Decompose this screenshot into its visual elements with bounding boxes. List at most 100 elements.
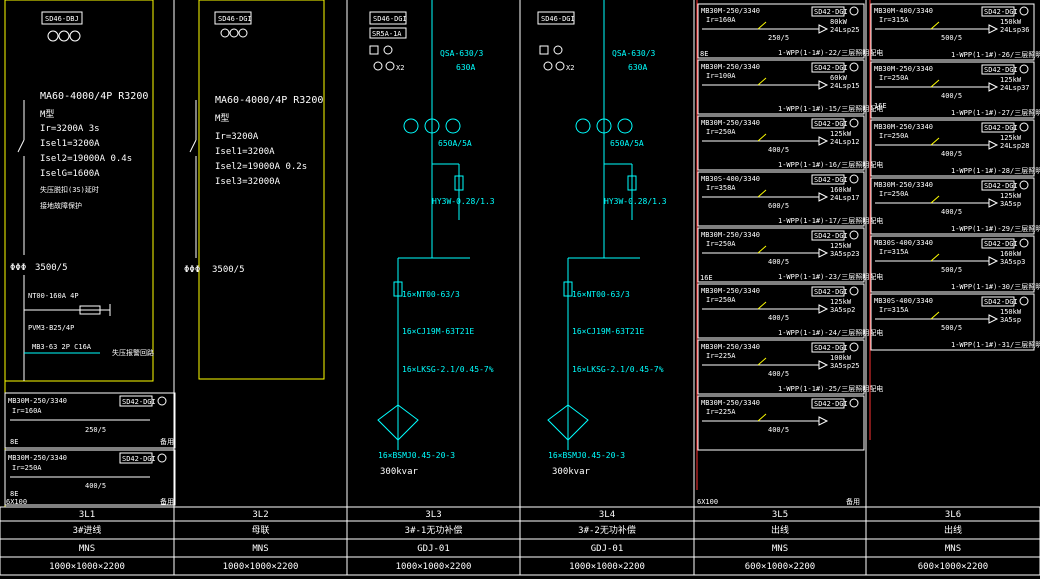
feeder-circuit: 1-WPP(1-1#)-15/三层照明配电	[778, 104, 883, 113]
feeder-kw: 125kW	[1000, 134, 1022, 142]
feeder-block: MB30M-250/3340Ir=225ASD42-DGI400/5100kW3…	[697, 339, 883, 395]
panel1-breaker: MA60-4000/4P R3200	[40, 91, 148, 102]
feeder-badge: SD42-DGI	[814, 64, 848, 72]
arrow-icon	[818, 248, 829, 258]
feeder-badge: SD42-DGI	[984, 240, 1018, 248]
indicator-lamp-icon	[849, 230, 859, 240]
feeder-block: MB30M-250/3340Ir=250ASD42-DGI400/5125kW3…	[697, 283, 883, 339]
arrow-icon	[818, 416, 829, 426]
feeder-badge: SD42-DGI	[984, 8, 1018, 16]
panel2-badge: SD46-DGI	[218, 15, 252, 23]
arrow-icon	[818, 24, 829, 34]
panel1-mb-note: 失压报警回路	[112, 348, 154, 357]
panel-3l2: SD46-DGI MA60-4000/4P R3200 M型 Ir=3200A …	[184, 0, 325, 380]
arrow-icon	[818, 192, 829, 202]
feeder-breaker: MB30M-250/3340	[701, 63, 760, 71]
panel3-reactor: 16×LKSG-2.1/0.45-7%	[402, 365, 494, 374]
feeder-block: MB30S-400/3340Ir=315ASD42-DGI500/5160kW3…	[870, 235, 1040, 293]
arrow-icon	[988, 314, 999, 324]
panel2-ir: Ir=3200A	[215, 132, 259, 142]
panel1-isel1: Isel1=3200A	[40, 139, 100, 149]
indicator-lamp-icon	[849, 286, 859, 296]
feeder-sub: 24Lsp17	[830, 194, 860, 202]
panel6-tag: 16E	[874, 102, 887, 110]
feeder-badge: SD42-DGI	[814, 8, 848, 16]
feeder-kw: 125kW	[1000, 76, 1022, 84]
feeder-ir: Ir=100A	[706, 72, 736, 80]
indicator-lamp-icon	[1019, 122, 1029, 132]
panel5-tag-bottom: 6X100	[697, 498, 718, 506]
feeder-sub: 3A5sp3	[1000, 258, 1025, 266]
table-cell-sizes: 600×1000×2200	[745, 562, 815, 572]
panel2-ct-symbol: ΦΦΦ	[184, 265, 200, 275]
arrow-icon	[818, 304, 829, 314]
table-cell-types: MNS	[79, 544, 95, 554]
feeder-sub: 24Lsp28	[1000, 142, 1030, 150]
table-cell-types: MNS	[772, 544, 788, 554]
table-cell-names: 母联	[251, 525, 269, 536]
panel3-badge: SD46-DGI	[373, 15, 407, 23]
panel3-capacitor: 16×BSMJ0.45-20-3	[378, 451, 455, 460]
panel-3l1: SD46-DBJ MA60-4000/4P R3200 M型 Ir=3200A …	[4, 0, 176, 507]
arrow-icon	[988, 198, 999, 208]
panel-3l3: SD46-DGI SR5A-1A X2 QSA-630/3 630A 650A/…	[369, 0, 495, 477]
feeder-circuit: 1-WPP(1-1#)-31/三层照明配电	[951, 340, 1040, 349]
panel5-tag16: 16E	[700, 274, 713, 282]
indicator-lamp-icon	[1019, 6, 1029, 16]
feeder-block: MB30S-400/3340Ir=358ASD42-DGI600/5160kW2…	[697, 171, 883, 227]
panel1-mb: MB3-63 2P C16A	[32, 343, 92, 351]
table-cell-types: MNS	[252, 544, 268, 554]
feeder-ct: 400/5	[941, 208, 962, 216]
panel-3l5: MB30M-250/3340Ir=160ASD42-DGI250/580kW24…	[697, 3, 883, 506]
feeder-ir: Ir=250A	[706, 240, 736, 248]
table-cell-names: 出线	[771, 524, 789, 536]
column-frame	[173, 0, 867, 507]
feeder-block: MB30M-250/3340Ir=250ASD42-DGI400/5125kW2…	[697, 115, 883, 171]
panel1-f2-ct: 400/5	[85, 482, 106, 490]
table-cell-sizes: 1000×1000×2200	[396, 562, 472, 572]
feeder-sub: 24Lsp25	[830, 26, 860, 34]
feeder-circuit: 1-WPP(1-1#)-29/三层照明配电	[951, 224, 1040, 233]
feeder-breaker: MB30M-250/3340	[701, 287, 760, 295]
indicator-lamp-icon	[849, 6, 859, 16]
panel3-fuse2: 16×NT00-63/3	[402, 290, 460, 299]
panel2-isel3: Isel3=32000A	[215, 177, 281, 187]
indicator-lamp-icon	[849, 342, 859, 352]
feeder-breaker: MB30S-400/3340	[701, 175, 760, 183]
panel4-arrester: HY3W-0.28/1.3	[604, 197, 667, 206]
feeder-badge: SD42-DGI	[984, 66, 1018, 74]
feeder-sub: 24Lsp12	[830, 138, 860, 146]
feeder-breaker: MB30M-250/3340	[874, 65, 933, 73]
feeder-kw: 125kW	[830, 242, 852, 250]
feeder-ct: 400/5	[941, 150, 962, 158]
feeder-badge: SD42-DGI	[814, 400, 848, 408]
feeder-sub: 3A5sp23	[830, 250, 860, 258]
panel3-arrester: HY3W-0.28/1.3	[432, 197, 495, 206]
table-cell-numbers: 3L4	[599, 510, 615, 520]
arrow-icon	[818, 136, 829, 146]
feeder-block: MB30M-250/3340Ir=250ASD42-DGI400/5125kW2…	[870, 119, 1040, 177]
feeder-ct: 400/5	[941, 92, 962, 100]
panel2-m: M型	[215, 113, 229, 124]
feeder-block: MB30M-400/3340Ir=315ASD42-DGI500/5150kW2…	[870, 3, 1040, 61]
feeder-kw: 150kW	[1000, 18, 1022, 26]
feeder-ir: Ir=250A	[879, 74, 909, 82]
feeder-kw: 160kW	[1000, 250, 1022, 258]
panel2-isel2: Isel2=19000A 0.2s	[215, 162, 307, 172]
feeder-ct: 400/5	[768, 426, 789, 434]
feeder-ct: 400/5	[768, 258, 789, 266]
feeder-circuit: 1-WPP(1-1#)-25/三层照明配电	[778, 384, 883, 393]
panel4-badge: SD46-DGI	[541, 15, 575, 23]
feeder-ir: Ir=315A	[879, 16, 909, 24]
feeder-circuit: 1-WPP(1-1#)-28/三层照明配电	[951, 166, 1040, 175]
panel3-badge2: SR5A-1A	[372, 30, 402, 38]
feeder-ct: 400/5	[768, 314, 789, 322]
panel1-f1-ct: 250/5	[85, 426, 106, 434]
panel1-spare-a: 备用	[160, 437, 174, 446]
arrow-icon	[988, 24, 999, 34]
panel1-m: M型	[40, 109, 54, 120]
panel5-spare: 备用	[846, 497, 860, 506]
feeder-breaker: MB30M-250/3340	[701, 7, 760, 15]
feeder-circuit: 1-WPP(1-1#)-30/三层照明配电	[951, 282, 1040, 291]
panel4-ct: 650A/5A	[610, 139, 644, 148]
